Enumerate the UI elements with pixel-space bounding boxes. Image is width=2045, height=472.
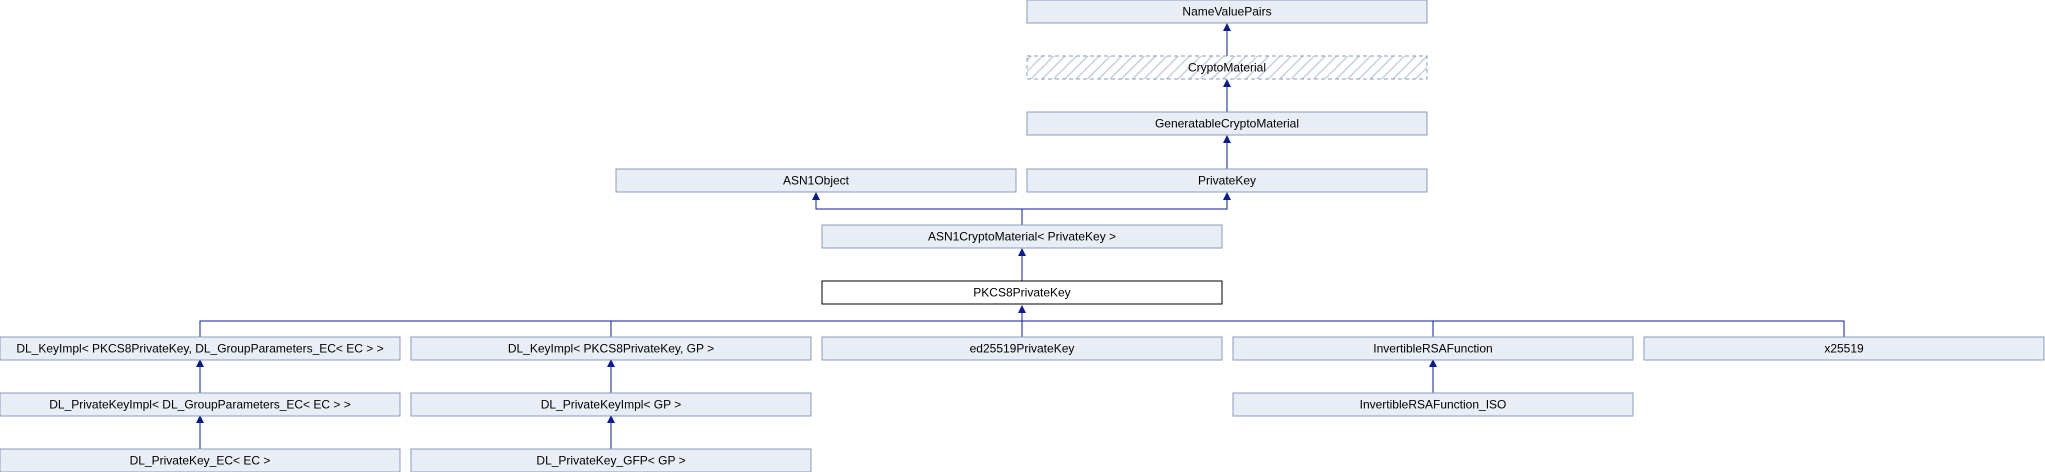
node-box <box>0 448 401 472</box>
node-label: ASN1Object <box>783 174 850 188</box>
node-box <box>1026 0 1428 24</box>
arrowhead <box>1223 192 1231 200</box>
node-label: DL_KeyImpl< PKCS8PrivateKey, GP > <box>508 342 714 356</box>
node-label: InvertibleRSAFunction_ISO <box>1360 398 1507 412</box>
node-pkcs8privatekey[interactable]: PKCS8PrivateKey <box>821 280 1223 305</box>
node-label: DL_PrivateKey_GFP< GP > <box>536 454 685 468</box>
node-label: ed25519PrivateKey <box>970 342 1075 356</box>
arrowhead <box>1018 248 1026 256</box>
node-cryptomaterial[interactable]: CryptoMaterial <box>1026 55 1428 80</box>
node-label: PKCS8PrivateKey <box>973 286 1070 300</box>
edge-asn1cm-asn1object <box>815 196 1023 225</box>
node-box <box>1026 111 1428 136</box>
node-box <box>1026 55 1428 80</box>
node-box <box>410 392 812 417</box>
arrowhead <box>607 415 615 423</box>
node-label: GeneratableCryptoMaterial <box>1155 117 1299 131</box>
edge-asn1cm-privatekey <box>1022 196 1228 210</box>
node-box <box>821 336 1223 361</box>
node-label: DL_PrivateKey_EC< EC > <box>130 454 271 468</box>
node-label: PrivateKey <box>1198 174 1256 188</box>
node-box <box>410 448 812 472</box>
node-box <box>410 336 812 361</box>
node-asn1object[interactable]: ASN1Object <box>615 168 1017 193</box>
node-box <box>1232 336 1634 361</box>
node-dl-privatekey-gfp[interactable]: DL_PrivateKey_GFP< GP > <box>410 448 812 472</box>
node-invertiblersafunction[interactable]: InvertibleRSAFunction <box>1232 336 1634 361</box>
arrowhead <box>1223 135 1231 143</box>
edges <box>196 23 1845 449</box>
arrowhead <box>1223 23 1231 31</box>
node-box <box>0 336 401 361</box>
node-box <box>1026 168 1428 193</box>
node-label: ASN1CryptoMaterial< PrivateKey > <box>928 230 1116 244</box>
arrowhead <box>196 415 204 423</box>
node-dl-privatekeyimpl-gp[interactable]: DL_PrivateKeyImpl< GP > <box>410 392 812 417</box>
arrowhead <box>1429 359 1437 367</box>
node-privatekey[interactable]: PrivateKey <box>1026 168 1428 193</box>
node-label: DL_PrivateKeyImpl< DL_GroupParameters_EC… <box>49 398 350 412</box>
node-invertiblersafunction-iso[interactable]: InvertibleRSAFunction_ISO <box>1232 392 1634 417</box>
node-label: DL_PrivateKeyImpl< GP > <box>541 398 682 412</box>
node-label: x25519 <box>1824 342 1864 356</box>
arrowhead <box>1223 79 1231 87</box>
node-dl-privatekey-ec[interactable]: DL_PrivateKey_EC< EC > <box>0 448 401 472</box>
node-box <box>821 280 1223 305</box>
arrowhead <box>196 359 204 367</box>
node-ed25519privatekey[interactable]: ed25519PrivateKey <box>821 336 1223 361</box>
arrowhead <box>1018 305 1026 313</box>
node-generatablecryptomaterial[interactable]: GeneratableCryptoMaterial <box>1026 111 1428 136</box>
arrowhead <box>812 192 820 200</box>
node-dl-keyimpl-gp[interactable]: DL_KeyImpl< PKCS8PrivateKey, GP > <box>410 336 812 361</box>
node-box <box>615 168 1017 193</box>
node-x25519[interactable]: x25519 <box>1643 336 2045 361</box>
node-label: NameValuePairs <box>1182 5 1271 19</box>
node-box <box>821 224 1223 249</box>
arrowhead <box>607 359 615 367</box>
node-namevaluepairs[interactable]: NameValuePairs <box>1026 0 1428 24</box>
node-label: InvertibleRSAFunction <box>1373 342 1492 356</box>
node-label: DL_KeyImpl< PKCS8PrivateKey, DL_GroupPar… <box>16 342 383 356</box>
node-asn1cryptomaterial[interactable]: ASN1CryptoMaterial< PrivateKey > <box>821 224 1223 249</box>
node-box <box>1643 336 2045 361</box>
node-dl-keyimpl-ec[interactable]: DL_KeyImpl< PKCS8PrivateKey, DL_GroupPar… <box>0 336 401 361</box>
node-box <box>0 392 401 417</box>
node-label: CryptoMaterial <box>1188 61 1266 75</box>
node-dl-privatekeyimpl-ec[interactable]: DL_PrivateKeyImpl< DL_GroupParameters_EC… <box>0 392 401 417</box>
node-box <box>1232 392 1634 417</box>
